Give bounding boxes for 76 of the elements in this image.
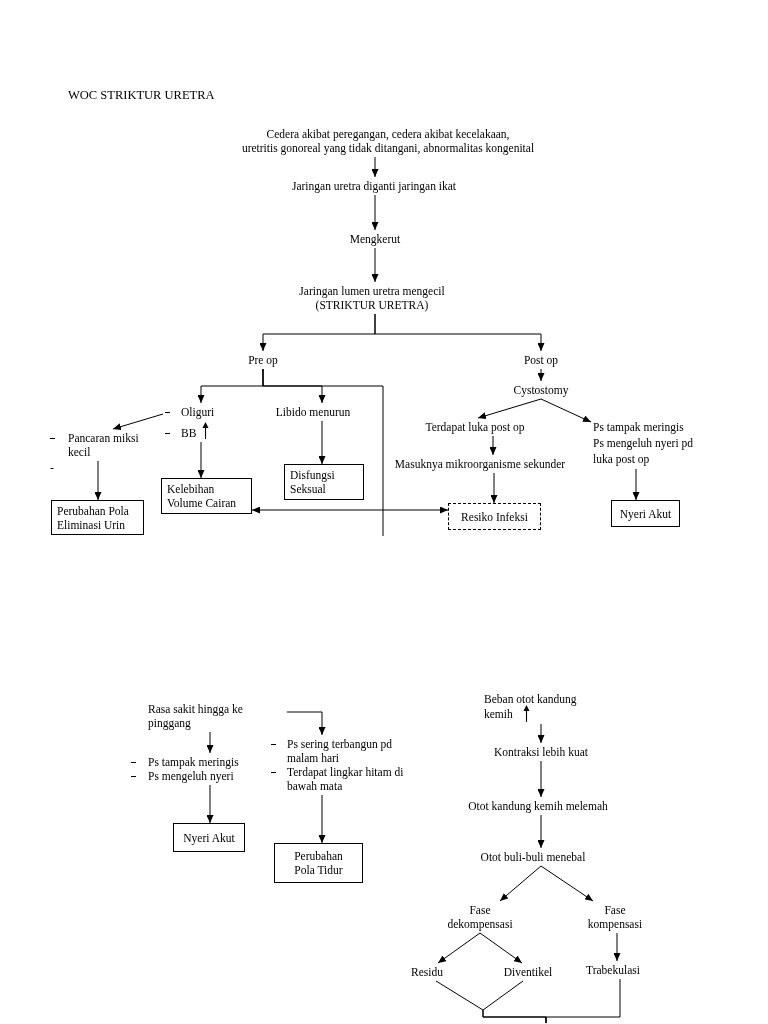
arrow <box>112 413 164 431</box>
arrow <box>251 506 449 514</box>
arrow <box>477 398 542 420</box>
step-text: Kontraksi lebih kuat <box>494 745 588 759</box>
step-text: Mengkerut <box>349 232 401 246</box>
arrow <box>318 420 326 465</box>
diagnosis-box <box>611 500 680 527</box>
arrow <box>371 247 379 283</box>
step-text: Beban otot kandung kemih <box>484 692 582 722</box>
step-text: Rasa sakit hingga ke pinggang <box>148 702 248 730</box>
list-dash: - <box>50 460 54 474</box>
arrow <box>540 398 592 423</box>
arrow <box>613 932 621 962</box>
diagnosis-box <box>274 843 363 883</box>
diagnosis-box <box>173 823 245 852</box>
symptom-text: Ps tampak meringis <box>148 755 239 769</box>
arrow <box>632 468 640 501</box>
cause-text: uretritis gonoreal yang tidak ditangani, abnormalitas kongenital <box>241 141 535 155</box>
arrow <box>537 814 545 849</box>
arrow <box>286 711 326 736</box>
arrow <box>94 460 102 501</box>
arrow <box>540 865 594 902</box>
symptom-text: Ps mengeluh nyeri <box>148 769 234 783</box>
step-text: Terdapat luka post op <box>425 420 525 434</box>
arrow <box>206 784 214 824</box>
symptom-text: Ps mengeluh nyeri pd luka post op <box>593 436 694 467</box>
step-text: Fase kompensasi <box>583 903 647 931</box>
connector-line <box>545 978 621 1024</box>
branch-text: Post op <box>523 353 559 367</box>
step-text: (STRIKTUR URETRA) <box>314 298 430 312</box>
diagnosis-label: Disfungsi Seksual <box>290 468 336 496</box>
step-text: Libido menurun <box>275 405 351 419</box>
arrow <box>371 156 379 178</box>
step-text: Diventikel <box>503 965 553 979</box>
diagnosis-label: Perubahan Pola Eliminasi Urin <box>57 503 130 532</box>
step-text: Jaringan uretra diganti jaringan ikat <box>291 179 457 193</box>
connector-line <box>262 368 384 537</box>
symptom-text: BB <box>181 426 197 440</box>
arrow <box>537 760 545 798</box>
risk-diagnosis-box <box>448 503 541 530</box>
symptom-text: Pancaran miksi kecil <box>68 431 140 459</box>
arrow <box>489 435 497 456</box>
symptom-text: Terdapat lingkar hitam di bawah mata <box>287 765 405 793</box>
arrow <box>437 932 481 964</box>
diagnosis-box <box>161 478 252 514</box>
arrow <box>490 472 498 504</box>
arrow <box>374 313 545 352</box>
arrow <box>197 441 205 479</box>
step-text: Masuknya mikroorganisme sekunder <box>394 457 566 471</box>
diagnosis-label: Nyeri Akut <box>183 830 235 845</box>
arrow <box>479 932 523 964</box>
diagnosis-box <box>284 464 364 500</box>
symptom-text: Ps sering terbangun pd malam hari <box>287 737 394 765</box>
arrow <box>537 723 545 744</box>
step-text: Trabekulasi <box>586 963 640 977</box>
diagram-title: WOC STRIKTUR URETRA <box>68 88 215 102</box>
branch-text: Pre op <box>248 353 278 367</box>
arrow <box>499 865 542 902</box>
symptom-text: Ps tampak meringis <box>593 420 685 435</box>
step-text: Fase dekompensasi <box>444 903 516 931</box>
arrow <box>371 194 379 231</box>
step-text: Otot kandung kemih melemah <box>468 799 608 813</box>
diagnosis-box <box>51 500 144 535</box>
diagnosis-label: Kelebihan Volume Cairan <box>167 482 238 510</box>
step-text: Jaringan lumen uretra mengecil <box>299 284 445 298</box>
diagnosis-label: Resiko Infeksi <box>461 509 528 524</box>
arrow <box>206 731 214 754</box>
diagnosis-label: Nyeri Akut <box>619 506 672 521</box>
symptom-text: Oliguri <box>181 405 215 419</box>
arrow <box>537 368 545 382</box>
step-text: Residu <box>411 965 443 979</box>
cause-text: Cedera akibat peregangan, cedera akibat kecelakaan, <box>265 127 511 141</box>
step-text: Otot buli-buli menebal <box>480 850 586 864</box>
arrow <box>318 794 326 844</box>
diagnosis-label: Perubahan Pola Tidur <box>293 849 344 877</box>
step-text: Cystostomy <box>513 383 569 397</box>
